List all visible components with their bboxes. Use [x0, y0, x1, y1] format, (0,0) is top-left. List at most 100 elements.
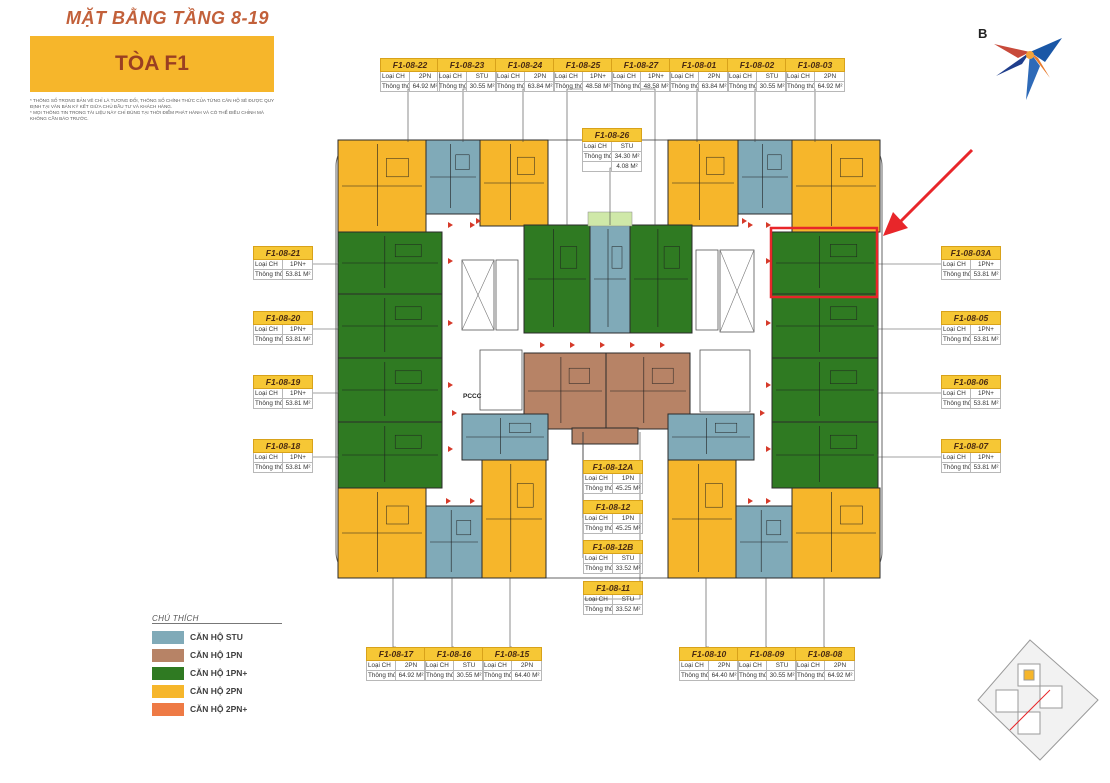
unit-area-row: Thông thủy64.92 M²	[380, 82, 440, 92]
unit-area-row: Thông thủy64.92 M²	[785, 82, 845, 92]
field-value: 1PN+	[978, 261, 994, 268]
field-value: 64.92 M²	[827, 672, 853, 679]
furniture-outline	[456, 520, 472, 536]
furniture-outline	[455, 154, 470, 170]
furniture-outline	[394, 244, 422, 258]
field-value: 1PN+	[590, 73, 606, 80]
entry-marker	[766, 222, 771, 228]
unit-code: F1-08-23	[437, 58, 497, 72]
field-label: Loại CH	[367, 661, 396, 670]
unit-code: F1-08-15	[482, 647, 542, 661]
field-label: Loại CH	[425, 661, 454, 670]
legend-label: CĂN HỘ STU	[190, 632, 243, 642]
leader-line	[696, 88, 699, 142]
field-label: Thông thủy	[942, 399, 971, 408]
field-value: 1PN+	[978, 326, 994, 333]
field-label: Loại CH	[584, 595, 613, 604]
field-label: Thông thủy	[786, 82, 815, 91]
unit-code: F1-08-27	[611, 58, 671, 72]
field-label: Thông thủy	[381, 82, 410, 91]
field-label: Thông thủy	[680, 671, 709, 680]
furniture-outline	[386, 505, 409, 525]
field-label: Loại CH	[796, 661, 825, 670]
field-label: Thông thủy	[254, 335, 283, 344]
legend-label: CĂN HỘ 2PN+	[190, 704, 248, 714]
unit-area-row: Thông thủy33.52 M²	[583, 605, 643, 615]
leader-line	[462, 88, 467, 142]
furniture-outline	[394, 434, 422, 449]
unit-area-row: Thông thủy53.81 M²	[253, 270, 313, 280]
legend-swatch	[152, 684, 184, 698]
leader-line	[566, 88, 583, 226]
field-value: 53.81 M²	[973, 336, 999, 343]
legend-swatch	[152, 666, 184, 680]
compass-letter: B	[978, 26, 988, 41]
leader-line	[877, 454, 941, 458]
field-value: 4.08 M²	[616, 163, 638, 170]
compass-icon	[994, 38, 1062, 100]
unit-area-row: Thông thủy64.92 M²	[366, 671, 426, 681]
entry-markers	[446, 218, 771, 504]
unit-area-row: Thông thủy53.81 M²	[941, 270, 1001, 280]
field-label: Thông thủy	[942, 463, 971, 472]
field-label: Loại CH	[254, 325, 283, 334]
entry-marker	[448, 446, 453, 452]
field-label: Loại CH	[942, 389, 971, 398]
unit-area-row: Thông thủy64.40 M²	[482, 671, 542, 681]
field-label: Thông thủy	[584, 524, 613, 533]
field-value: 2PN	[707, 73, 721, 80]
unit-area-row: Thông thủy53.81 M²	[253, 399, 313, 409]
unit-code: F1-08-12A	[583, 460, 643, 474]
field-label: Thông thủy	[728, 82, 757, 91]
furniture-outline	[509, 422, 532, 433]
field-value: 2PN	[418, 73, 432, 80]
highlight-box	[769, 226, 879, 299]
entry-marker	[748, 222, 753, 228]
unit-area-row: Thông thủy63.84 M²	[669, 82, 729, 92]
entry-marker	[766, 446, 771, 452]
field-label: Thông thủy	[670, 82, 699, 91]
field-value: 1PN	[621, 475, 635, 482]
entry-marker	[766, 258, 771, 264]
field-label: Loại CH	[254, 453, 283, 462]
entry-marker	[540, 342, 545, 348]
furniture-outline	[517, 156, 535, 175]
entry-marker	[766, 382, 771, 388]
leader-line	[754, 88, 757, 142]
field-value: 53.81 M²	[973, 271, 999, 278]
furniture-outline	[830, 434, 858, 449]
unit-area-row: Thông thủy53.81 M²	[253, 335, 313, 345]
field-value: 2PN	[404, 662, 418, 669]
entry-marker	[742, 218, 747, 224]
field-label: Thông thủy	[796, 671, 825, 680]
unit-area-row: Thông thủy30.55 M²	[424, 671, 484, 681]
leader-line	[313, 326, 339, 330]
field-label: Loại CH	[680, 661, 709, 670]
field-value: 30.55 M²	[469, 83, 495, 90]
furniture-outline	[840, 158, 863, 178]
core-room	[695, 249, 719, 331]
leader-line	[641, 88, 656, 226]
furniture-outline	[560, 246, 578, 269]
unit-area-row: Thông thủy45.25 M²	[583, 484, 643, 494]
